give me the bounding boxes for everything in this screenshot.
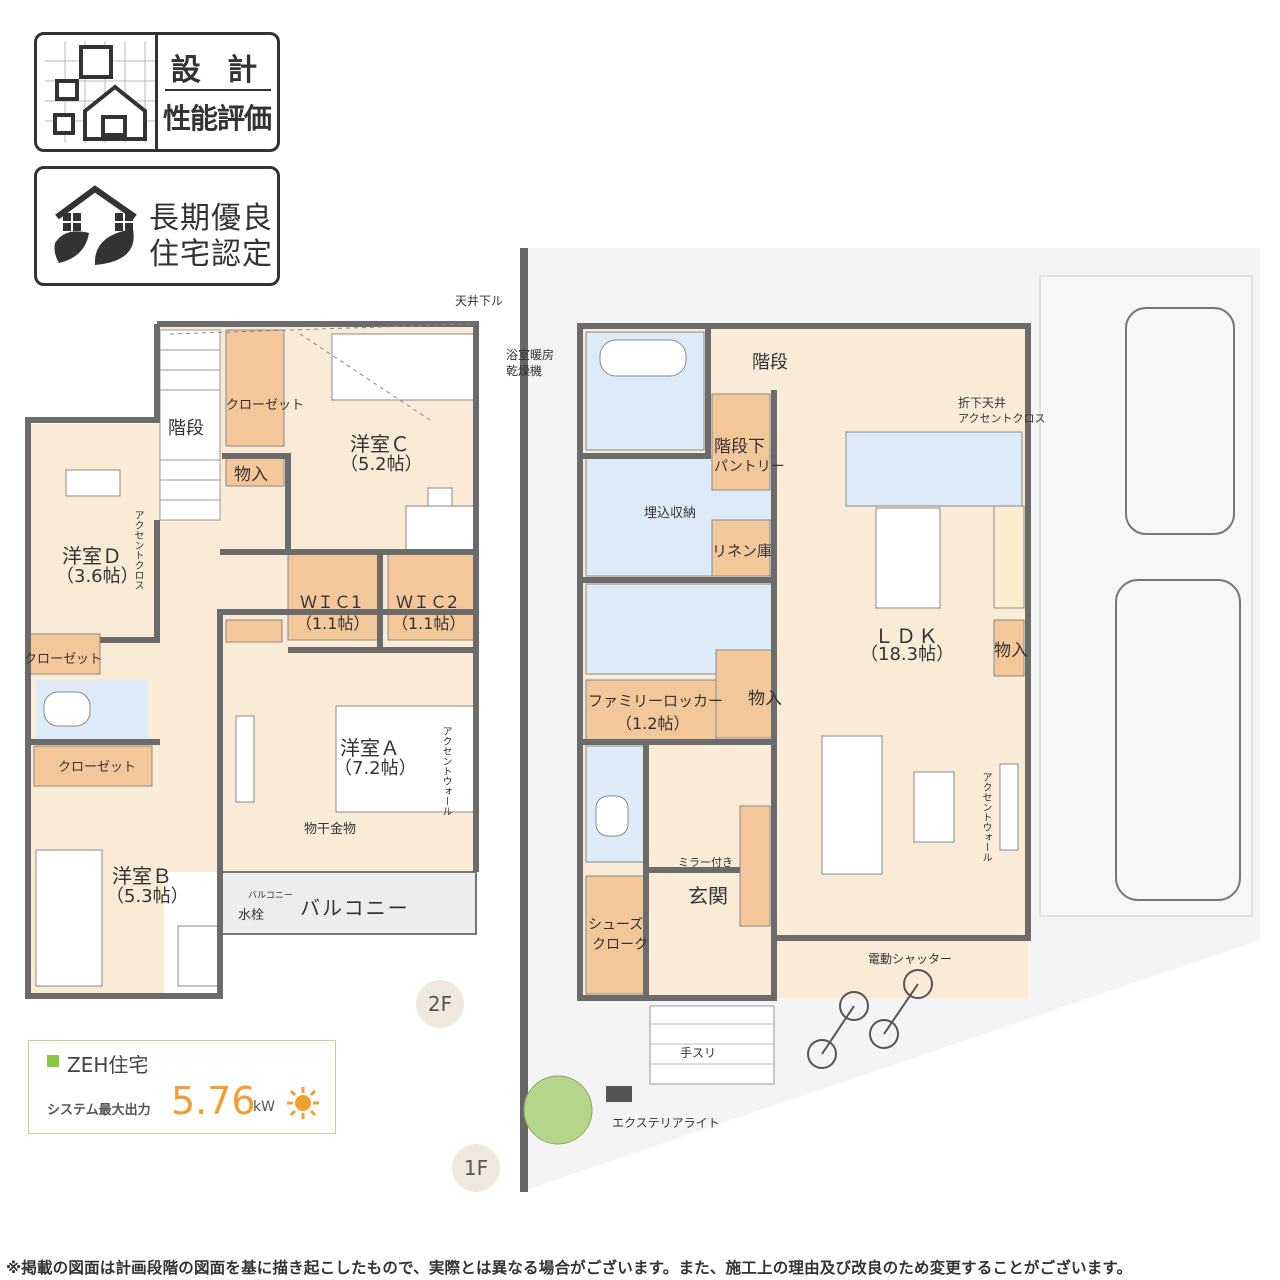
zeh-square-icon [47,1055,59,1067]
zeh-title: ZEH住宅 [67,1053,149,1077]
label-balcony-faucet-1: バルコニー [248,891,293,901]
zeh-output-value: 5.76 [171,1079,256,1123]
label-storage-c: 物入 [234,465,268,485]
label-handrail: 手スリ [680,1046,717,1060]
label-drying-hardware: 物干金物 [304,822,357,837]
label-closet-c: クローゼット [226,398,305,413]
label-wic1-size: （1.1帖） [296,614,370,633]
label-room-c-size: （5.2帖） [340,454,423,475]
badge-design-label: 設 計 [170,53,266,88]
zeh-box: ZEH住宅 システム最大出力 5.76 kW [28,1040,336,1134]
label-ceiling-1: 折下天井 [958,396,1007,410]
label-accent-cross-d: アクセントクロス [132,510,143,590]
label-ceiling-2: アクセントクロス [958,412,1046,425]
label-room-a-size: （7.2帖） [334,758,417,779]
label-pantry-2: パントリー [714,459,785,475]
label-entrance: 玄関 [688,884,728,908]
label-shoes-1: シューズ [588,917,644,933]
label-room-d-size: （3.6帖） [56,566,139,587]
performance-badge: 設 計 性能評価 [34,32,280,152]
label-mirror: ミラー付き [678,856,733,869]
label-bath-dryer-1: 浴室暖房 [506,348,555,362]
label-accent-wall-a: アクセントウォール [440,726,451,816]
floor-2f [25,321,479,999]
label-balcony: バルコニー [300,896,410,920]
label-storage-ldk: 物入 [994,641,1028,661]
label-stairs-2f: 階段 [168,414,204,440]
floor-label-1f: 1F [452,1144,500,1192]
label-wic2: ＷＩＣ2 [396,593,458,613]
label-exterior-light: エクステリアライト [612,1116,720,1130]
badge-longterm-line1: 長期優良 [149,201,273,236]
zeh-output-unit: kW [253,1099,275,1115]
label-storage-mid: 物入 [748,689,782,709]
label-wic2-size: （1.1帖） [392,614,466,633]
label-balcony-faucet-2: 水栓 [238,908,265,923]
badge-performance-label: 性能評価 [162,102,272,135]
badge-longterm-line2: 住宅認定 [149,237,273,272]
longterm-badge: 長期優良 住宅認定 [34,166,280,286]
disclaimer-text: ※掲載の図面は計画段階の図面を基に描き起こしたもので、実際とは異なる場合がござい… [6,1259,1133,1277]
label-closet-d: クローゼット [24,652,103,667]
house-plan-icon [45,41,155,143]
label-closet-b: クローゼット [58,760,137,775]
label-linen: リネン庫 [712,542,773,560]
label-family-locker-size: （1.2帖） [616,714,690,733]
label-stairs-1f: 階段 [752,352,788,373]
label-room-a: 洋室Ａ [340,736,400,760]
zeh-output-label: システム最大出力 [47,1103,151,1118]
label-room-b-size: （5.3帖） [106,886,189,907]
label-ldk-size: （18.3帖） [860,644,955,665]
sun-icon [287,1087,319,1119]
label-ceiling-down-2f: 天井下ル [455,294,504,308]
label-pantry-1: 階段下 [714,437,765,457]
label-shoes-2: クローク [592,937,648,953]
label-wic1: ＷＩＣ1 [300,593,362,613]
label-room-b: 洋室Ｂ [112,864,172,888]
label-family-locker: ファミリーロッカー [588,692,724,710]
floor-label-2f: 2F [416,980,464,1028]
label-shutter: 電動シャッター [868,952,953,966]
label-builtin-storage: 埋込収納 [644,506,697,521]
leaf-house-icon [54,185,137,265]
label-room-c: 洋室Ｃ [350,432,410,456]
label-accent-wall-1f: アクセントウォール [980,772,991,862]
label-bath-dryer-2: 乾燥機 [506,364,543,378]
label-room-d: 洋室Ｄ [62,544,122,568]
floor-1f [520,248,1260,1192]
label-ldk: ＬＤＫ [874,624,940,648]
